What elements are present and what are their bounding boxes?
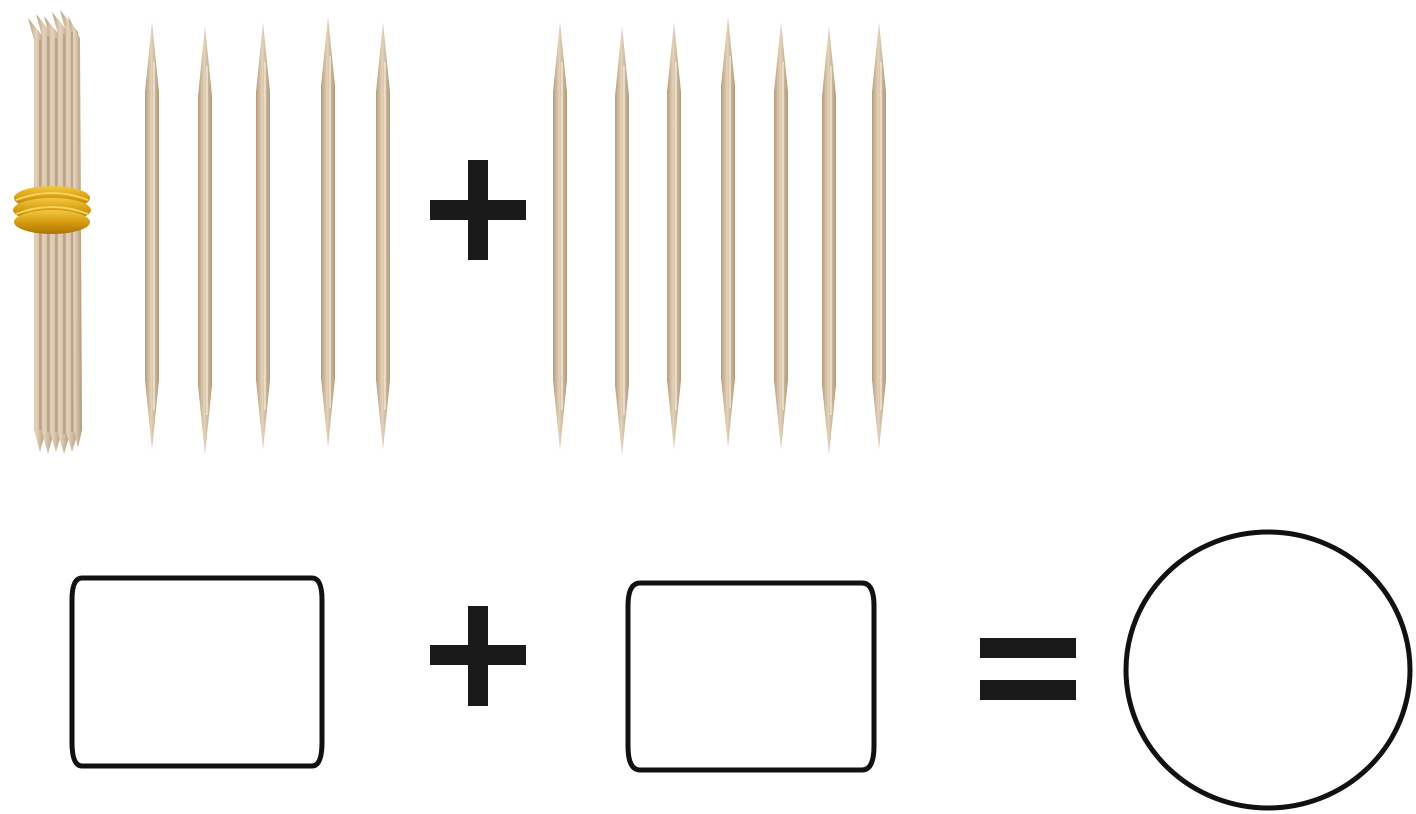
second-addend-box[interactable]: [628, 583, 874, 770]
first-addend-box[interactable]: [72, 578, 322, 766]
right-stick-3: [667, 22, 681, 450]
right-stick-5: [774, 22, 788, 450]
right-stick-1: [553, 22, 567, 450]
left-stick-5: [376, 22, 390, 450]
bottom-plus-sign: [430, 606, 526, 706]
top-plus-sign: [430, 160, 526, 260]
left-stick-2: [198, 26, 212, 455]
equals-sign: [980, 638, 1076, 700]
right-stick-2: [615, 26, 629, 455]
right-stick-4: [721, 16, 735, 448]
result-circle[interactable]: [1126, 532, 1410, 808]
right-loose-sticks: [553, 16, 886, 455]
left-stick-3: [256, 22, 270, 450]
left-stick-4: [321, 16, 335, 448]
left-loose-sticks: [145, 16, 390, 455]
rubber-band: [13, 186, 91, 234]
right-stick-7: [872, 22, 886, 450]
stick-bundle: [13, 10, 91, 454]
right-stick-6: [822, 26, 836, 455]
left-stick-1: [145, 22, 159, 450]
